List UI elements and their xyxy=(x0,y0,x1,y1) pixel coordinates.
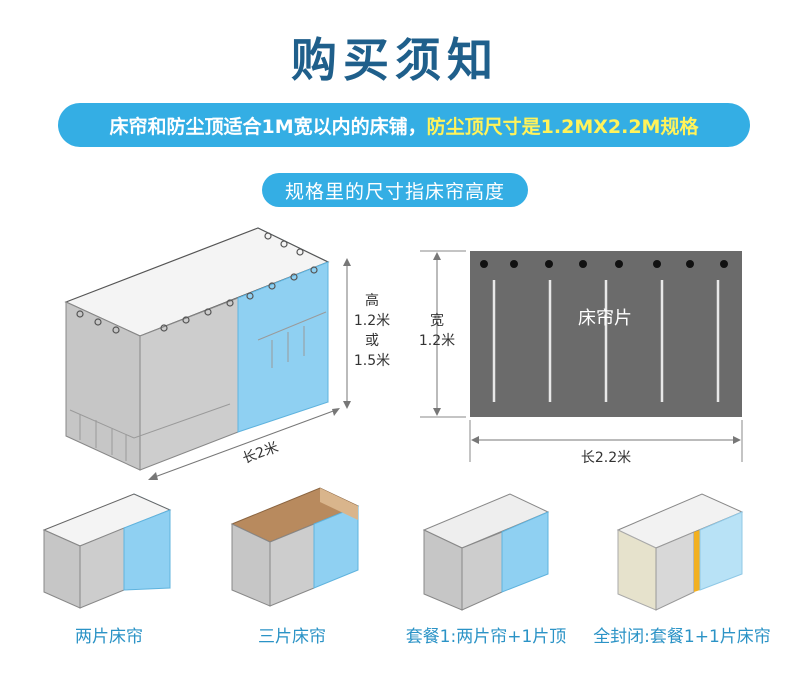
banner-text-highlight: 防尘顶尺寸是1.2MX2.2M规格 xyxy=(426,115,699,138)
caption-two-curtains: 两片床帘 xyxy=(75,627,143,647)
caption-three-curtains: 三片床帘 xyxy=(258,627,326,647)
panel-length-label: 长2.2米 xyxy=(581,450,631,466)
variant-three-curtains xyxy=(230,487,360,607)
banner-text-main: 床帘和防尘顶适合1M宽以内的床铺， xyxy=(109,115,427,138)
panel-label: 床帘片 xyxy=(578,308,632,329)
caption-set1: 套餐1:两片帘+1片顶 xyxy=(405,627,567,647)
variant-full-enclosed xyxy=(616,493,744,611)
panel-width-label-1: 宽 xyxy=(430,312,444,329)
caption-full-enclosed: 全封闭:套餐1+1片床帘 xyxy=(593,627,771,647)
info-banner: 床帘和防尘顶适合1M宽以内的床铺，防尘顶尺寸是1.2MX2.2M规格 xyxy=(58,103,750,147)
page-title: 购买须知 xyxy=(291,33,499,87)
variant-set1 xyxy=(422,493,550,611)
height-label-3: 或 xyxy=(365,333,379,349)
main-bed-diagram xyxy=(64,227,351,480)
height-label-2: 1.2米 xyxy=(354,313,390,329)
size-note-banner: 规格里的尺寸指床帘高度 xyxy=(262,173,528,207)
variant-two-curtains xyxy=(42,493,172,609)
height-label-4: 1.5米 xyxy=(354,353,390,369)
height-label-1: 高 xyxy=(365,292,379,309)
panel-diagram xyxy=(420,250,743,462)
panel-width-label-2: 1.2米 xyxy=(419,333,455,349)
